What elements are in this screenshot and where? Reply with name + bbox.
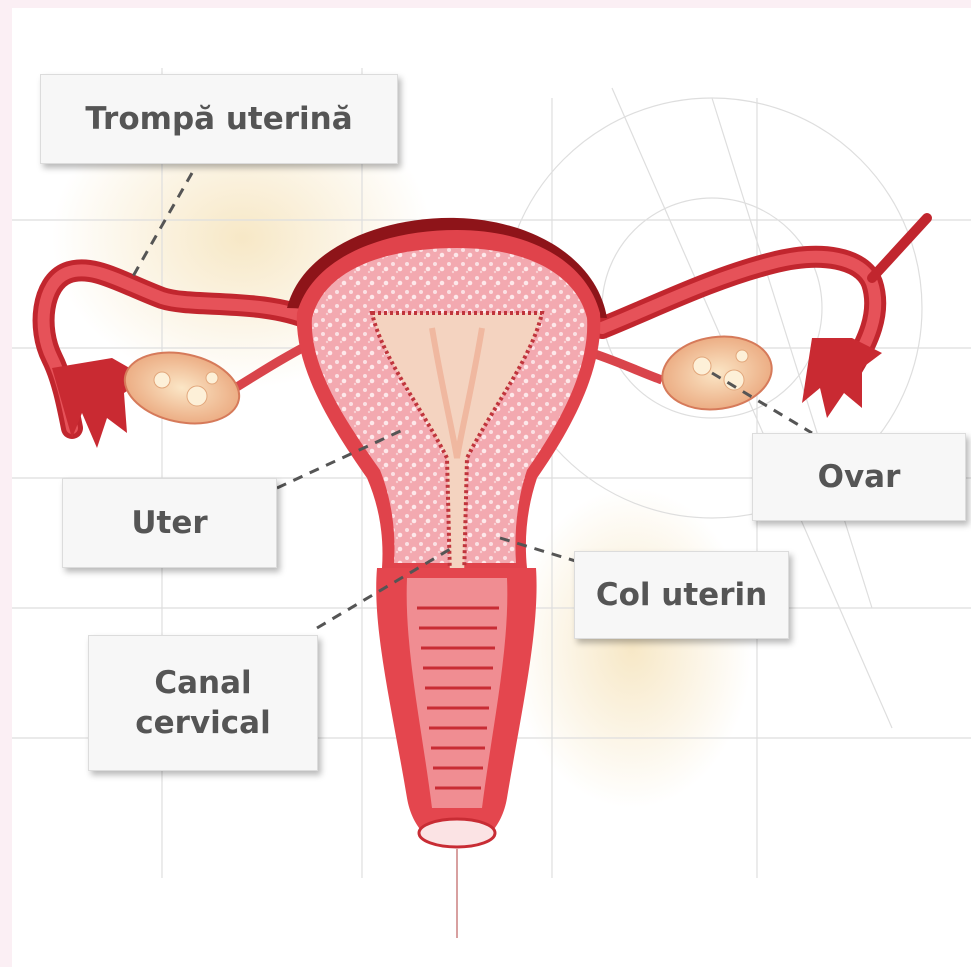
cervix-and-vagina bbox=[376, 568, 536, 938]
right-ovary bbox=[658, 330, 777, 417]
label-uterus-text: Uter bbox=[131, 503, 207, 543]
label-fallopian-tube-text: Trompă uterină bbox=[85, 99, 352, 139]
label-ovary: Ovar bbox=[752, 433, 966, 521]
label-fallopian-tube: Trompă uterină bbox=[40, 74, 398, 164]
label-ovary-text: Ovar bbox=[818, 457, 901, 497]
label-cervix-text: Col uterin bbox=[596, 575, 767, 615]
label-cervical-canal: Canal cervical bbox=[88, 635, 318, 771]
diagram-canvas: Trompă uterină Uter Ovar Col uterin Cana… bbox=[12, 8, 971, 967]
label-cervical-canal-line1: Canal bbox=[154, 663, 251, 703]
right-ovarian-ligament bbox=[592, 353, 662, 380]
label-cervical-canal-line2: cervical bbox=[135, 703, 270, 743]
label-cervix: Col uterin bbox=[574, 551, 789, 639]
label-uterus: Uter bbox=[62, 478, 277, 568]
